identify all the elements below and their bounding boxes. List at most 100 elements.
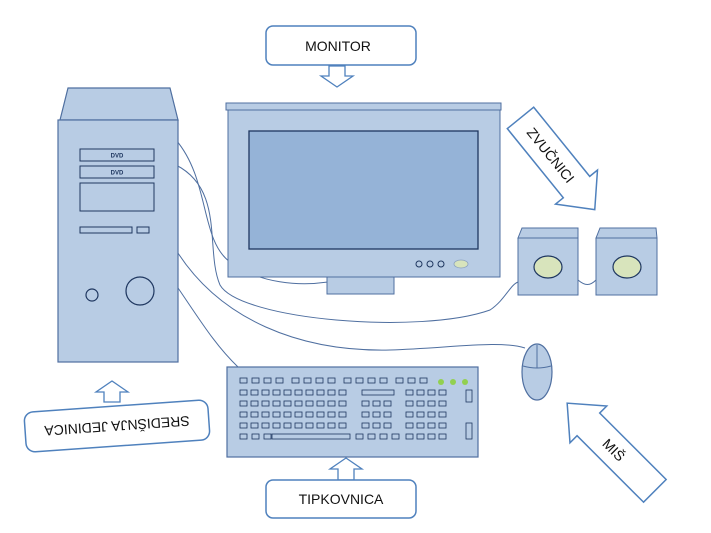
monitor — [225, 102, 502, 295]
cable-mouse — [175, 249, 526, 351]
keyboard-key — [427, 389, 436, 396]
keyboard-key — [283, 400, 292, 407]
keyboard-key — [305, 422, 314, 429]
keyboard-key — [379, 377, 388, 384]
monitor-top-edge — [225, 102, 502, 111]
keyboard-key — [272, 411, 281, 418]
card-slot — [79, 226, 133, 234]
keyboard-key — [316, 389, 325, 396]
keyboard-key — [261, 389, 270, 396]
keyboard-key — [361, 400, 370, 407]
keyboard-key — [438, 433, 447, 440]
keyboard-key — [361, 411, 370, 418]
keyboard-key — [391, 433, 400, 440]
keyboard-key — [316, 422, 325, 429]
keyboard-key — [305, 400, 314, 407]
keyboard-key — [250, 389, 259, 396]
keyboard-key — [239, 377, 248, 384]
keyboard-key — [239, 400, 248, 407]
keyboard-key — [372, 411, 381, 418]
keyboard-key — [405, 433, 414, 440]
keyboard-key — [261, 400, 270, 407]
keyboard-key — [327, 411, 336, 418]
keyboard-key — [250, 422, 259, 429]
keyboard-key — [395, 377, 404, 384]
keyboard-key — [438, 389, 447, 396]
dvd-drive-1-label: DVD — [111, 154, 124, 160]
label-cpu: SREDIŠNJA JEDINICA — [23, 380, 211, 453]
keyboard-key — [383, 400, 392, 407]
cable-speaker — [175, 164, 519, 323]
keyboard-key — [327, 422, 336, 429]
keyboard-led-1 — [438, 379, 444, 385]
keyboard-key — [261, 422, 270, 429]
monitor-button-1 — [415, 260, 423, 268]
keyboard-key — [327, 389, 336, 396]
system-unit: DVD DVD — [57, 87, 179, 363]
label-mouse: MIŠ — [566, 402, 668, 504]
keyboard-key — [416, 411, 425, 418]
keyboard-key — [263, 377, 272, 384]
keyboard-key — [343, 377, 352, 384]
speaker-right — [595, 227, 658, 296]
arrow-cpu — [93, 380, 131, 403]
keyboard-key — [427, 411, 436, 418]
keyboard-key — [361, 422, 370, 429]
monitor-button-2 — [426, 260, 434, 268]
keyboard-keys — [239, 377, 473, 440]
keyboard-key — [327, 400, 336, 407]
keyboard-key — [355, 377, 364, 384]
keyboard-key — [427, 433, 436, 440]
keyboard-key — [272, 422, 281, 429]
monitor-power-led — [453, 259, 469, 269]
keyboard-key — [250, 400, 259, 407]
mouse-button-line — [522, 365, 552, 369]
label-speakers: ZVUČNICI — [506, 106, 599, 211]
keyboard-key — [239, 422, 248, 429]
keyboard-key — [427, 422, 436, 429]
arrow-keyboard — [327, 457, 365, 481]
keyboard-key — [438, 400, 447, 407]
keyboard-key — [405, 389, 414, 396]
keyboard-key — [272, 400, 281, 407]
cable-keyboard — [175, 284, 239, 368]
label-keyboard-text: TIPKOVNICA — [299, 491, 384, 507]
monitor-button-3 — [437, 260, 445, 268]
keyboard-key — [294, 389, 303, 396]
dvd-drive-2-label: DVD — [111, 171, 124, 177]
mouse — [521, 343, 553, 401]
drive-bay — [79, 182, 155, 212]
speakers — [517, 227, 658, 296]
monitor-stand — [326, 276, 395, 295]
keyboard-key — [251, 433, 260, 440]
keyboard-key — [294, 411, 303, 418]
keyboard-key — [283, 411, 292, 418]
keyboard-key — [239, 433, 248, 440]
keyboard-key — [416, 433, 425, 440]
keyboard-key — [294, 400, 303, 407]
keyboard-key — [316, 411, 325, 418]
keyboard-key — [338, 411, 347, 418]
keyboard-led-2 — [450, 379, 456, 385]
monitor-screen — [248, 130, 479, 250]
keyboard-key — [405, 422, 414, 429]
keyboard-key — [261, 411, 270, 418]
tower-top — [59, 87, 179, 121]
keyboard-key — [383, 422, 392, 429]
keyboard-key — [407, 377, 416, 384]
keyboard-key — [338, 389, 347, 396]
keyboard-key — [316, 400, 325, 407]
keyboard-key — [291, 377, 300, 384]
dvd-drive-2 — [79, 165, 155, 179]
keyboard-key — [379, 433, 388, 440]
reset-button — [85, 288, 99, 302]
keyboard-key — [294, 422, 303, 429]
keyboard-key — [338, 400, 347, 407]
keyboard-key — [427, 400, 436, 407]
keyboard — [226, 366, 479, 458]
keyboard-key — [305, 411, 314, 418]
keyboard-key — [283, 389, 292, 396]
keyboard-key — [315, 377, 324, 384]
small-button — [136, 226, 150, 234]
